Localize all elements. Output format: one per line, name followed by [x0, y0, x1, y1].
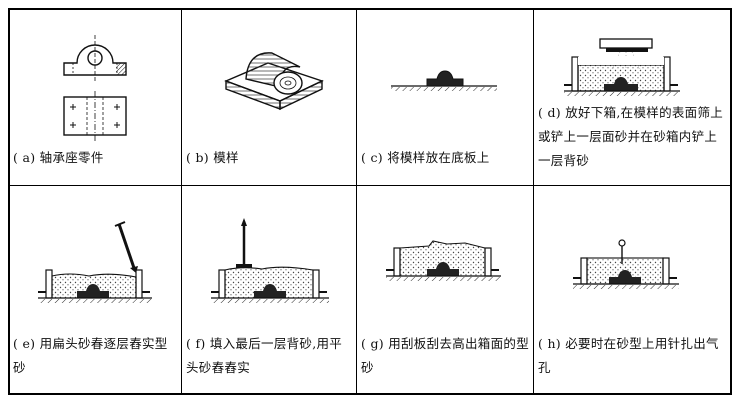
- table-col-divider-3: [533, 8, 534, 395]
- table-border-top: [8, 8, 731, 10]
- wooden-pattern-illustration: [224, 52, 324, 111]
- cell-g: ( g) 用刮板刮去高出箱面的型砂: [357, 186, 533, 393]
- caption-g: ( g) 用刮板刮去高出箱面的型砂: [361, 336, 530, 375]
- cell-f: ( f) 填入最后一层背砂,用平头砂舂舂实: [182, 186, 356, 393]
- cell-c: ( c) 将模样放在底板上: [357, 9, 533, 185]
- cell-b: ( b) 模样: [182, 9, 356, 185]
- bearing-housing-part-illustration: [63, 35, 127, 141]
- table-col-divider-2: [356, 8, 357, 395]
- lower-flask-sand-illustration: [564, 38, 680, 96]
- ramming-final-layer-illustration: [211, 218, 329, 303]
- caption-a: ( a) 轴承座零件: [13, 150, 104, 165]
- ramming-with-flat-rammer-illustration: [38, 221, 152, 303]
- cell-d: ( d) 放好下箱,在模样的表面筛上或铲上一层面砂并在砂箱内铲上一层背砂: [534, 9, 730, 185]
- caption-b: ( b) 模样: [186, 150, 239, 165]
- caption-f: ( f) 填入最后一层背砂,用平头砂舂舂实: [186, 336, 343, 375]
- table-col-divider-1: [181, 8, 182, 395]
- cell-e: ( e) 用扁头砂春逐层舂实型砂: [9, 186, 181, 393]
- table-border-left: [8, 8, 10, 395]
- caption-e: ( e) 用扁头砂春逐层舂实型砂: [13, 336, 168, 375]
- table-row-divider: [8, 185, 731, 186]
- vent-hole-piercing-illustration: [573, 239, 679, 289]
- cell-h: ( h) 必要时在砂型上用针扎出气孔: [534, 186, 730, 393]
- table-border-right: [730, 8, 732, 395]
- caption-h: ( h) 必要时在砂型上用针扎出气孔: [538, 336, 719, 375]
- scraping-excess-sand-illustration: [386, 240, 501, 281]
- pattern-on-board-illustration: [391, 70, 497, 91]
- cell-a: ( a) 轴承座零件: [9, 9, 181, 185]
- caption-c: ( c) 将模样放在底板上: [361, 150, 490, 165]
- caption-d: ( d) 放好下箱,在模样的表面筛上或铲上一层面砂并在砂箱内铲上一层背砂: [538, 105, 724, 168]
- table-border-bottom: [8, 393, 731, 395]
